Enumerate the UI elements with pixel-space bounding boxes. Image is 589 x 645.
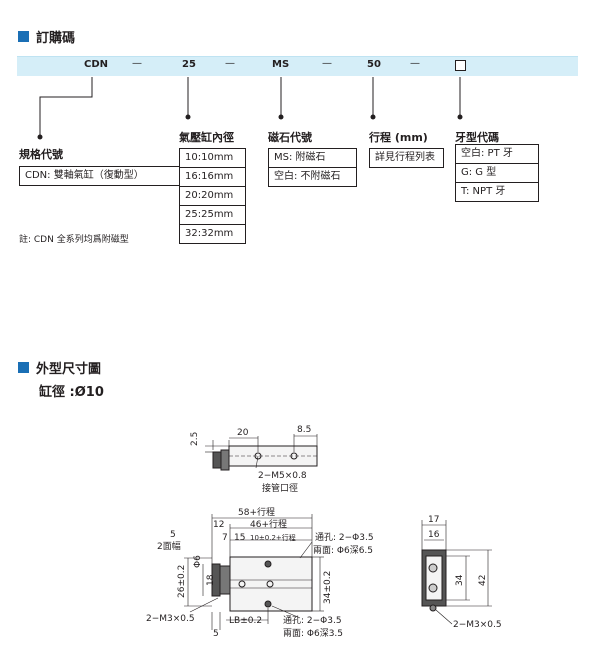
code-dash-1: — [132, 58, 142, 69]
bore-item: 10:10mm [185, 152, 234, 163]
bore-item: 32:32mm [180, 224, 245, 243]
top-view [205, 434, 318, 471]
top-dim-d1: 2.5 [190, 432, 200, 446]
front-hole-bot2: 兩面: Φ6深3.5 [283, 628, 343, 639]
front-view [184, 514, 324, 630]
stroke-item: 詳見行程列表 [375, 152, 435, 163]
front-b5: 5 [213, 629, 219, 639]
dimensions-subtitle: 缸徑 :Ø10 [39, 385, 104, 400]
code-dash-2: — [225, 58, 235, 69]
stroke-box: 詳見行程列表 [369, 148, 444, 168]
side-view [421, 520, 492, 625]
order-code-bar [17, 56, 578, 76]
front-total: 58+行程 [238, 506, 275, 518]
series-item: CDN: 雙軸氣缸（復動型） [25, 170, 144, 181]
top-dim-d2: 20 [237, 428, 249, 438]
thread-box: 空白: PT 牙 G: G 型 T: NPT 牙 [455, 144, 539, 202]
order-code-title: 訂購碼 [36, 31, 76, 46]
code-magnet: MS [272, 59, 290, 70]
thread-item: 空白: PT 牙 [461, 148, 513, 159]
code-series: CDN [84, 59, 109, 70]
stroke-title: 行程 (mm) [369, 131, 428, 144]
magnet-item: 空白: 不附磁石 [269, 167, 356, 186]
series-box: CDN: 雙軸氣缸（復動型） [19, 166, 190, 186]
front-hole-top1: 通孔: 2−Φ3.5 [315, 532, 374, 543]
bore-item: 16:16mm [180, 167, 245, 186]
side-h42: 42 [478, 575, 488, 586]
front-face2: 2面幅 [157, 540, 181, 552]
thread-item: G: G 型 [456, 163, 538, 182]
magnet-box: MS: 附磁石 空白: 不附磁石 [268, 148, 357, 187]
front-d5: 5 [170, 530, 176, 540]
side-w17: 17 [428, 515, 439, 525]
front-d7: 7 [222, 533, 228, 543]
code-bore: 25 [182, 59, 196, 70]
code-dash-4: — [410, 58, 420, 69]
series-title: 規格代號 [19, 148, 63, 161]
front-hole-bot1: 通孔: 2−Φ3.5 [283, 615, 342, 626]
front-lb: LB±0.2 [229, 616, 262, 626]
front-h34: 34±0.2 [323, 571, 333, 604]
top-port: 2−M5×0.8 [258, 471, 307, 481]
connector-lines [37, 77, 463, 140]
section-marker-icon [18, 31, 29, 42]
side-h34: 34 [455, 574, 465, 586]
front-m3: 2−M3×0.5 [146, 614, 195, 624]
code-thread-box [455, 60, 466, 71]
front-d12: 12 [213, 520, 224, 530]
top-port-note: 接管口徑 [262, 482, 298, 494]
bore-item: 25:25mm [180, 205, 245, 224]
front-hole-top2: 兩面: Φ6深6.5 [313, 545, 373, 556]
thread-title: 牙型代碼 [455, 131, 499, 144]
bore-title: 氣壓缸內徑 [179, 131, 234, 144]
section-marker-icon [18, 362, 29, 373]
code-stroke: 50 [367, 59, 381, 70]
front-slot: 10±0.2+行程 [250, 533, 296, 542]
bore-item: 20:20mm [180, 186, 245, 205]
bore-box: 10:10mm 16:16mm 20:20mm 25:25mm 32:32mm [179, 148, 246, 244]
code-dash-3: — [322, 58, 332, 69]
top-dim-d3: 8.5 [297, 425, 311, 435]
dimensions-title: 外型尺寸圖 [36, 362, 102, 377]
front-phi6: Φ6 [193, 555, 203, 568]
front-h26: 26±0.2 [177, 565, 187, 598]
order-note: 註: CDN 全系列均爲附磁型 [19, 235, 129, 245]
magnet-title: 磁石代號 [268, 131, 312, 144]
magnet-item: MS: 附磁石 [274, 152, 326, 163]
side-m3: 2−M3×0.5 [453, 620, 502, 630]
front-body: 46+行程 [250, 518, 287, 530]
thread-item: T: NPT 牙 [456, 182, 538, 201]
front-d15: 15 [234, 533, 245, 543]
front-h18: 18 [206, 574, 216, 586]
side-w16: 16 [428, 530, 440, 540]
